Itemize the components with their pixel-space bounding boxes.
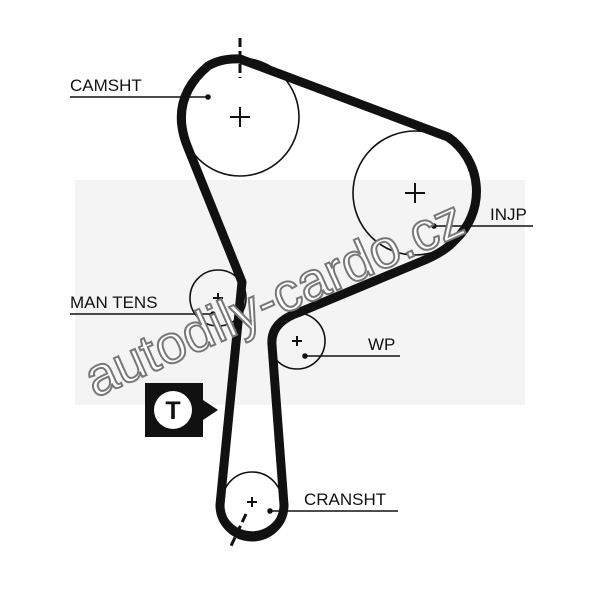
badge-letter: T	[165, 397, 180, 425]
tensioner-badge: T	[145, 383, 218, 437]
background-texture	[75, 180, 525, 405]
label-camshaft: CAMSHT	[70, 76, 142, 95]
crankshaft-timing-mark	[229, 513, 248, 547]
label-crankshaft: CRANSHT	[304, 490, 386, 509]
label-manual-tensioner: MAN TENS	[70, 293, 158, 312]
leader-lines	[70, 94, 533, 514]
center-marks	[213, 107, 425, 507]
label-injection-pump: INJP	[490, 205, 527, 224]
label-water-pump: WP	[368, 335, 395, 354]
tensioner-pulley	[189, 269, 247, 327]
